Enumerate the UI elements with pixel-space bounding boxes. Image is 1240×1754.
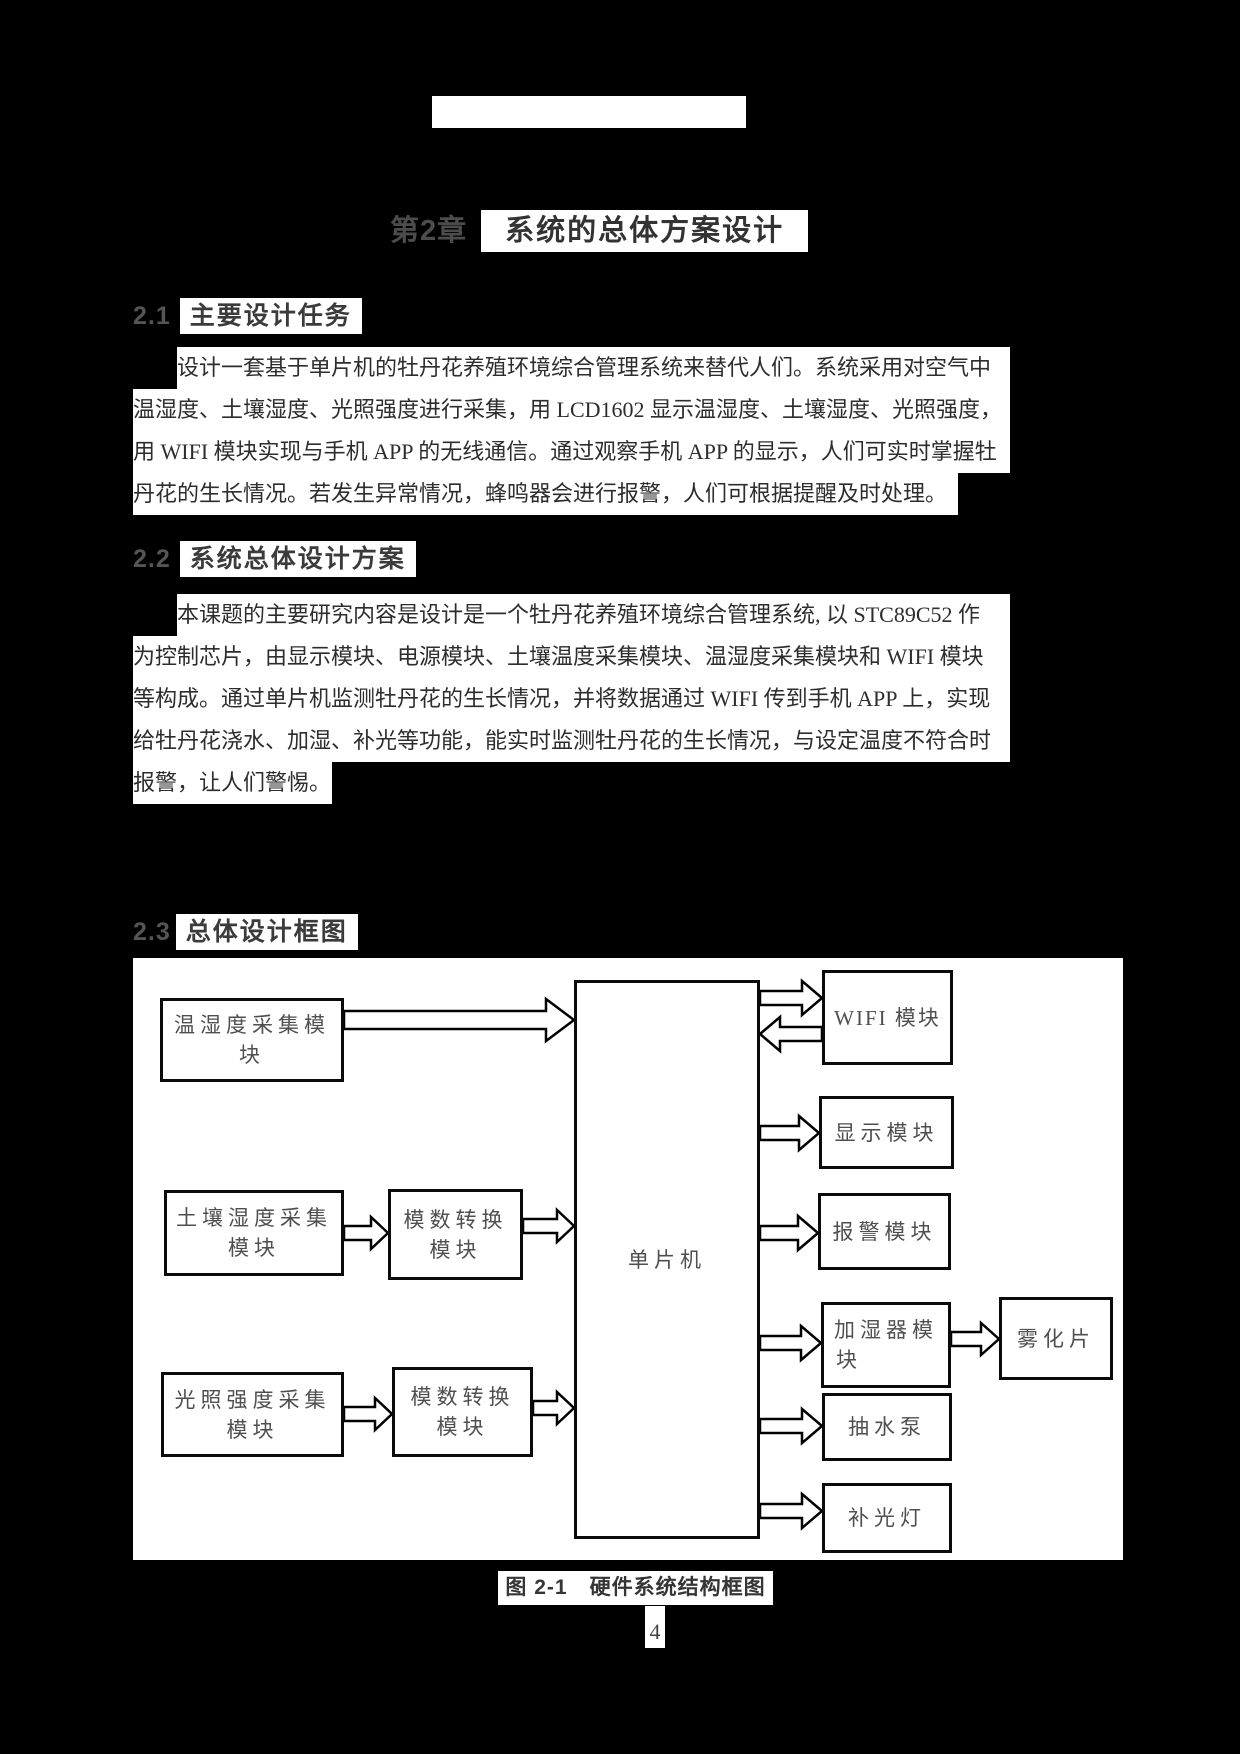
paragraph-line: 等构成。通过单片机监测牡丹花的生长情况，并将数据通过 WIFI 传到手机 APP… (133, 678, 1010, 720)
node-label: 雾化片 (1017, 1326, 1095, 1351)
node-label: 抽水泵 (848, 1415, 926, 1439)
node-label: 报警模块 (832, 1219, 937, 1244)
node-label: 单片机 (628, 1247, 706, 1272)
node-adc-top-module: 模数转换 模块 (388, 1189, 523, 1280)
chapter-number: 第2章 (390, 215, 468, 247)
arrow-temp-to-mcu (342, 996, 577, 1044)
node-label: 模数转换 (403, 1207, 508, 1232)
node-adc-bottom-module: 模数转换 模块 (392, 1367, 533, 1457)
arrow-mcu-to-wifi (758, 978, 824, 1018)
figure-caption: 图 2-1 硬件系统结构框图 (498, 1571, 773, 1605)
node-label: 土壤湿度采集 (176, 1206, 332, 1230)
section-2-2-heading: 2.2 系统总体设计方案 (133, 541, 416, 577)
section-2-2-number: 2.2 (133, 545, 171, 573)
node-atomizer: 雾化片 (999, 1297, 1113, 1380)
arrow-light-to-adc (342, 1395, 394, 1433)
paragraph-line: 设计一套基于单片机的牡丹花养殖环境综合管理系统来替代人们。系统采用对空气中 (177, 347, 1010, 389)
node-light-intensity-module: 光照强度采集 模块 (161, 1372, 344, 1457)
node-label: 补光灯 (848, 1506, 926, 1530)
paragraph-line: 温湿度、土壤湿度、光照强度进行采集，用 LCD1602 显示温湿度、土壤湿度、光… (133, 389, 1010, 431)
node-label: 模块 (436, 1415, 489, 1439)
node-water-pump: 抽水泵 (822, 1393, 952, 1461)
node-label: 块 (239, 1043, 265, 1067)
header-highlight-bar (432, 96, 746, 128)
section-2-2-title: 系统总体设计方案 (179, 541, 416, 577)
node-wifi-module: WIFI 模块 (822, 970, 953, 1065)
section-2-3-title: 总体设计框图 (175, 914, 358, 950)
node-display-module: 显示模块 (819, 1096, 954, 1169)
node-temp-humidity-module: 温湿度采集模 块 (160, 998, 344, 1082)
section-2-3-number: 2.3 (133, 918, 171, 946)
paragraph-line: 本课题的主要研究内容是设计是一个牡丹花养殖环境综合管理系统, 以 STC89C5… (177, 594, 1010, 636)
arrow-wifi-to-mcu (758, 1014, 824, 1054)
arrow-soil-to-adc (342, 1214, 390, 1252)
paragraph-line: 报警，让人们警惕。 (133, 762, 332, 804)
arrow-mcu-to-pump (758, 1406, 824, 1446)
section-2-1-heading: 2.1 主要设计任务 (133, 298, 362, 334)
node-mcu: 单片机 (574, 980, 760, 1539)
chapter-title: 系统的总体方案设计 (481, 210, 809, 252)
node-label: 模数转换 (410, 1385, 515, 1409)
node-label: 模块 (228, 1236, 280, 1260)
arrow-adc-bottom-to-mcu (531, 1389, 576, 1427)
arrow-mcu-to-fill-light (758, 1491, 824, 1531)
arrow-mcu-to-display (758, 1113, 821, 1153)
node-label: 温湿度采集模 (174, 1013, 330, 1037)
diagram-arrows-layer (342, 978, 1001, 1531)
arrow-humidifier-to-atomizer (949, 1320, 1001, 1358)
node-label: 加湿器模 (834, 1318, 938, 1342)
node-label: 模块 (226, 1417, 279, 1442)
arrow-adc-top-to-mcu (521, 1207, 576, 1245)
arrow-mcu-to-alarm (758, 1213, 820, 1253)
arrow-mcu-to-humidifier (758, 1323, 823, 1363)
section-2-1-number: 2.1 (133, 302, 171, 330)
node-label: WIFI 模块 (834, 1005, 941, 1030)
paragraph-line: 给牡丹花浇水、加湿、补光等功能，能实时监测牡丹花的生长情况，与设定温度不符合时 (133, 720, 1010, 762)
paragraph-line: 为控制芯片，由显示模块、电源模块、土壤温度采集模块、温湿度采集模块和 WIFI … (133, 636, 1010, 678)
node-humidifier-module: 加湿器模 块 (821, 1302, 951, 1388)
node-soil-moisture-module: 土壤湿度采集 模块 (164, 1190, 344, 1276)
section-2-1-title: 主要设计任务 (179, 298, 362, 334)
node-label: 模块 (429, 1237, 482, 1262)
paragraph-line: 用 WIFI 模块实现与手机 APP 的无线通信。通过观察手机 APP 的显示，… (133, 431, 1010, 473)
section-2-3-heading: 2.3 总体设计框图 (133, 914, 358, 950)
node-label: 块 (836, 1348, 862, 1372)
hardware-block-diagram: 温湿度采集模 块 土壤湿度采集 模块 光照强度采集 模块 模数转换 模块 模数转… (133, 958, 1123, 1560)
chapter-heading: 第2章 系统的总体方案设计 (390, 210, 809, 252)
paragraph-line: 丹花的生长情况。若发生异常情况，蜂鸣器会进行报警，人们可根据提醒及时处理。 (133, 473, 958, 515)
node-fill-light: 补光灯 (822, 1483, 952, 1553)
node-label: 光照强度采集 (174, 1387, 331, 1412)
page-number: 4 (645, 1606, 665, 1648)
node-label: 显示模块 (834, 1120, 939, 1145)
node-alarm-module: 报警模块 (818, 1193, 951, 1270)
